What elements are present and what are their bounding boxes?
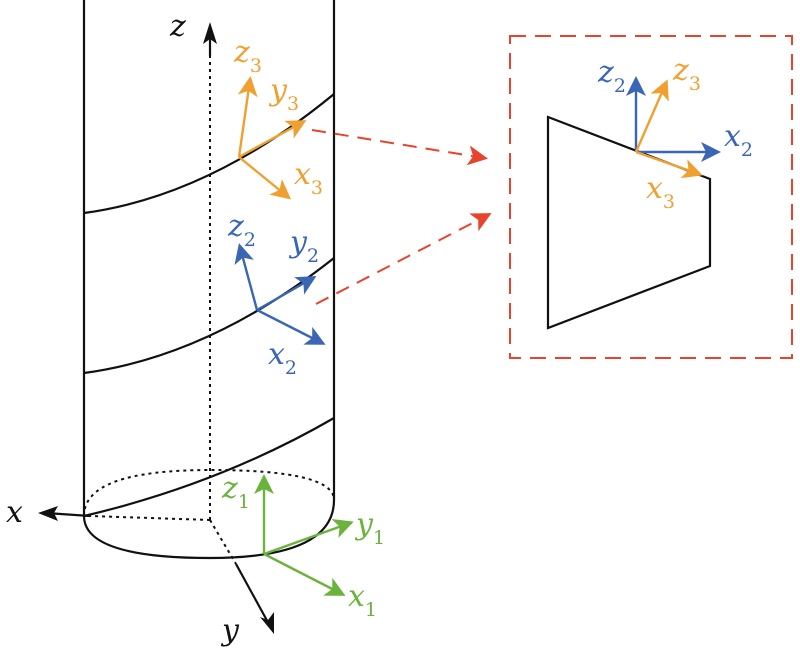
frame3-x-arrow — [238, 156, 292, 200]
frame-2 — [234, 243, 326, 345]
inset-frame-3 — [634, 79, 703, 179]
y-axis-label: y — [220, 613, 240, 648]
pointer-arrow-lower — [315, 213, 492, 305]
frame1-x-label: x1 — [348, 579, 377, 621]
frame3-z-label: z3 — [233, 35, 262, 77]
frame1-z-label: z1 — [221, 471, 250, 513]
y-axis-dashed — [209, 519, 237, 565]
frame1-y-label: y1 — [354, 507, 385, 549]
y-axis-arrowhead — [260, 612, 274, 634]
z-axis-label: z — [169, 9, 186, 44]
frame2-z-arrow — [234, 243, 259, 311]
frame2-x-label: x2 — [268, 337, 297, 379]
frame3-y-arrow — [238, 120, 307, 159]
frame2-x-arrow — [256, 308, 326, 345]
frame1-x-arrow — [263, 552, 346, 596]
helix-edge-3 — [83, 417, 335, 518]
inset-frame3-x-label: x3 — [646, 171, 675, 213]
cylinder-bottom-back-ellipse — [83, 468, 335, 517]
base-radius-dashed — [89, 515, 211, 521]
frame3-x-label: x3 — [294, 157, 323, 199]
frame3-y-label: y3 — [268, 73, 299, 115]
inset-box — [509, 35, 793, 359]
frame1-y-arrow — [263, 519, 354, 556]
frame-1 — [254, 474, 354, 596]
frame3-z-arrow — [237, 76, 258, 158]
inset-frame3-x-arrow — [635, 150, 703, 179]
inset-frame2-x-label: x2 — [724, 119, 753, 161]
tooth-cross-section — [546, 115, 712, 330]
x-axis-label: x — [6, 495, 23, 530]
frame-3 — [237, 76, 307, 200]
inset-frame2-z-label: z2 — [597, 55, 626, 97]
cylinder — [82, 0, 336, 560]
inset-frame3-z-label: z3 — [672, 53, 701, 95]
inset-frame-2 — [626, 76, 721, 162]
cylinder-bottom-front-ellipse — [82, 499, 336, 560]
inset-frame3-z-arrow — [634, 79, 669, 153]
pointer-arrow-upper — [311, 129, 488, 166]
frame2-z-label: z2 — [227, 209, 256, 251]
frame2-y-arrow — [256, 276, 317, 312]
y-axis-line — [235, 563, 271, 627]
frame2-y-label: y2 — [288, 225, 319, 267]
x-axis-arrowhead — [38, 506, 58, 521]
z-axis-arrowhead — [203, 22, 217, 44]
